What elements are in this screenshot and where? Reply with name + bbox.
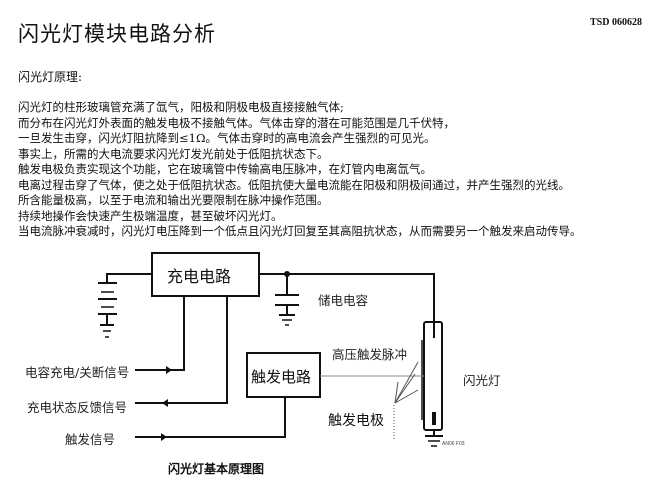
charging-circuit-label: 充电电路 bbox=[167, 267, 232, 286]
paragraph-line: 所含能量极高，以至于电流和输出光要限制在脉冲操作范围。 bbox=[18, 193, 329, 207]
principle-paragraph: 闪光灯的柱形玻璃管充满了氙气，阳极和阴极电极直接接触气体; 而分布在闪光灯外表面… bbox=[18, 100, 582, 240]
trigger-electrode-label: 触发电极 bbox=[328, 413, 384, 429]
storage-capacitor-label: 储电电容 bbox=[318, 293, 369, 308]
section-heading: 闪光灯原理: bbox=[18, 70, 83, 84]
paragraph-line: 电离过程击穿了气体，使之处于低阻抗状态。低阻抗使大量电流能在阳极和阴极间通过，并… bbox=[18, 177, 570, 192]
trigger-circuit-label: 触发电路 bbox=[251, 368, 312, 386]
paragraph-line: 闪光灯的柱形玻璃管充满了氙气，阳极和阴极电极直接接触气体; bbox=[18, 100, 344, 114]
cap-charge-signal-label: 电容充电/关断信号 bbox=[25, 365, 130, 380]
trigger-electrode-pointers bbox=[393, 361, 419, 440]
arrow-right-icon bbox=[161, 433, 167, 441]
flash-lamp-label: 闪光灯 bbox=[463, 373, 501, 388]
figure-caption: 闪光灯基本原理图 bbox=[168, 462, 265, 476]
paragraph-line: 一旦发生击穿，闪光灯阻抗降到≤1Ω。气体击穿时的高电流会产生强烈的可见光。 bbox=[18, 131, 436, 145]
arrow-left-icon bbox=[162, 399, 168, 407]
paragraph-line: 事实上，所需的大电流要求闪光灯发光前处于低阻抗状态下。 bbox=[18, 146, 329, 161]
paragraph-line: 触发电极负责实现这个功能，它在玻璃管中传输高电压脉冲，在灯管内电离氙气。 bbox=[18, 162, 432, 176]
supply-wire bbox=[259, 273, 435, 322]
junction-dot bbox=[284, 271, 290, 277]
page-title: 闪光灯模块电路分析 bbox=[18, 22, 216, 46]
trigger-circuit-box bbox=[246, 352, 321, 398]
battery-wire bbox=[106, 273, 152, 282]
capacitor-icon bbox=[275, 274, 299, 326]
arrow-right-icon bbox=[166, 366, 172, 374]
charge-feedback-signal-label: 充电状态反馈信号 bbox=[27, 400, 128, 415]
cap-charge-signal-wire bbox=[135, 296, 185, 371]
battery-icon bbox=[98, 282, 117, 338]
feedback-signal-wire bbox=[135, 296, 228, 404]
trigger-signal-wire bbox=[135, 397, 286, 438]
paragraph-line: 而分布在闪光灯外表面的触发电极不接触气体。气体击穿的潜在可能范围是几千伏特， bbox=[18, 115, 455, 130]
paragraph-line: 当电流脉冲衰减时，闪光灯电压降到一个低点且闪光灯回复至其高阻抗状态，从而需要另一… bbox=[18, 224, 582, 238]
trigger-signal-label: 触发信号 bbox=[65, 432, 116, 447]
document-id: TSD 060628 bbox=[590, 17, 642, 28]
paragraph-line: 持续地操作会快速产生极端温度，甚至破坏闪光灯。 bbox=[18, 208, 283, 223]
hv-trigger-pulse-label: 高压触发脉冲 bbox=[332, 347, 408, 362]
flash-lamp-tube bbox=[421, 321, 443, 447]
figure-code: AN06 F03 bbox=[442, 441, 465, 447]
